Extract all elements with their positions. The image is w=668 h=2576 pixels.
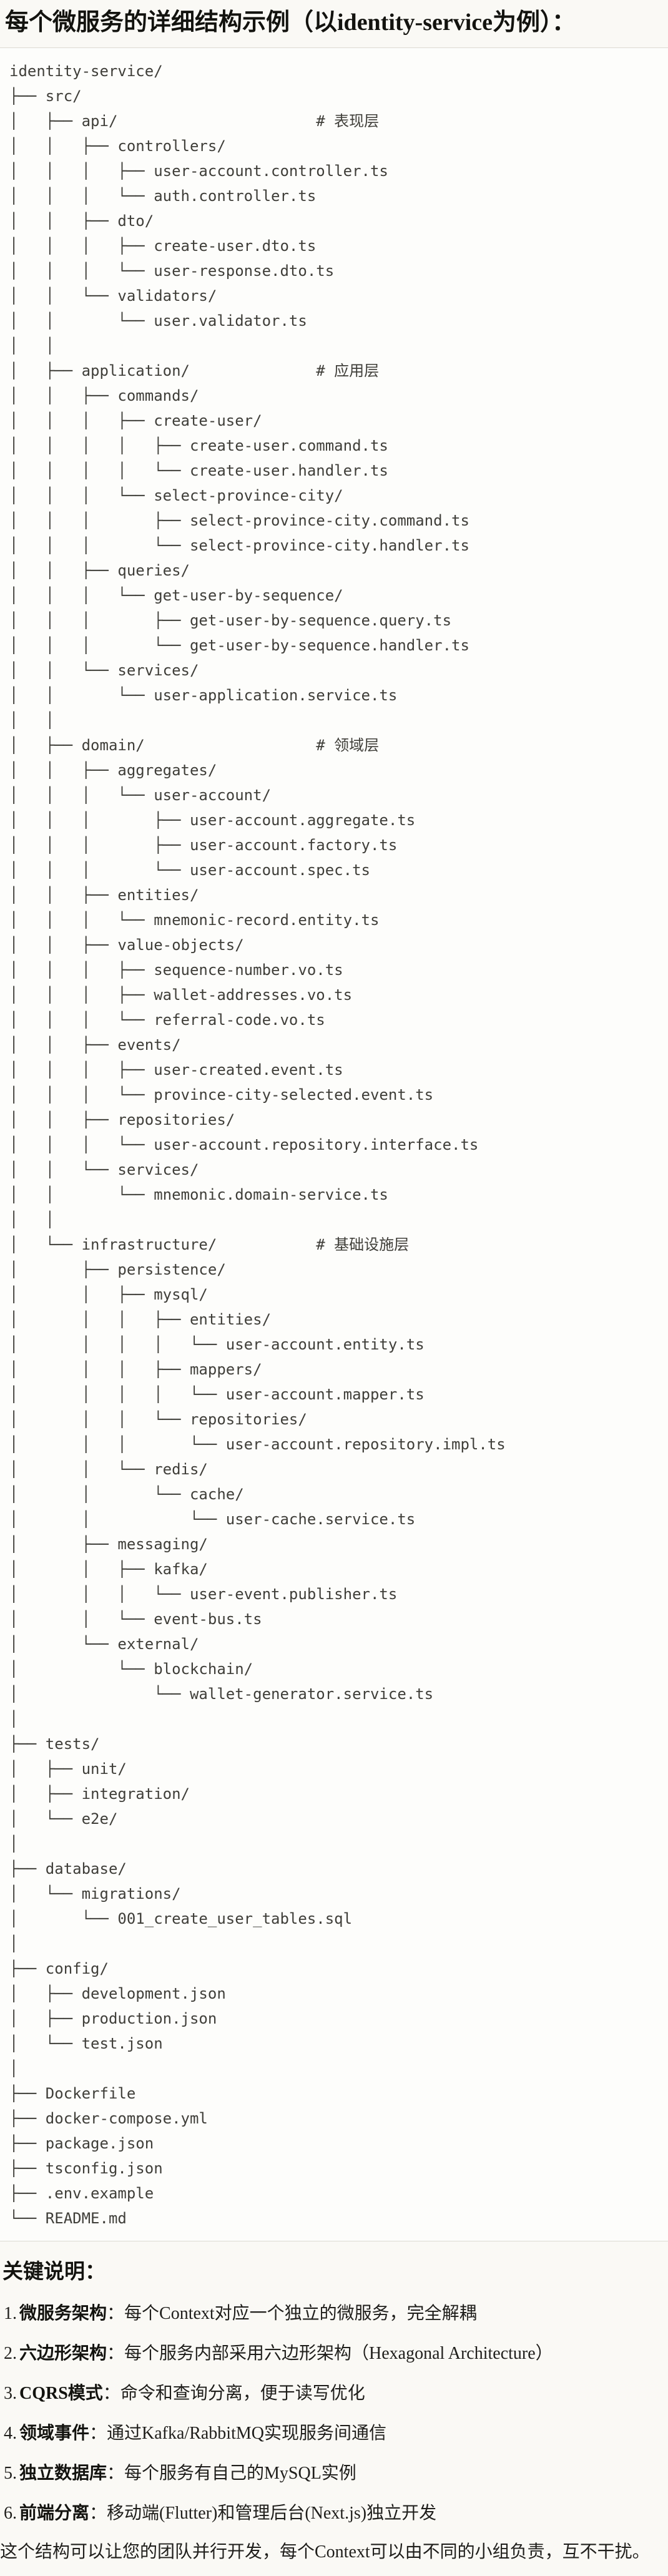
- note-item: 3.CQRS模式：命令和查询分离，便于读写优化: [2, 2381, 664, 2406]
- note-item-text: ：命令和查询分离，便于读写优化: [102, 2384, 365, 2403]
- page-title: 每个微服务的详细结构示例（以identity-service为例）：: [5, 9, 576, 36]
- note-item-number: 1.: [4, 2304, 17, 2323]
- code-block: identity-service/ ├── src/ │ ├── api/ # …: [0, 47, 668, 2241]
- notes-section: 关键说明： 1.微服务架构：每个Context对应一个独立的微服务，完全解耦 2…: [0, 2258, 668, 2565]
- notes-heading: 关键说明：: [2, 2261, 106, 2283]
- closing-paragraph: 这个结构可以让您的团队并行开发，每个Context可以由不同的小组负责，互不干扰…: [0, 2542, 650, 2562]
- note-item-text: ：每个服务有自己的MySQL实例: [107, 2464, 356, 2483]
- note-item-text: ：移动端(Flutter)和管理后台(Next.js)独立开发: [89, 2504, 437, 2523]
- note-item-term: 六边形架构: [19, 2344, 107, 2363]
- note-item: 2.六边形架构：每个服务内部采用六边形架构（Hexagonal Architec…: [2, 2341, 664, 2366]
- note-item-number: 2.: [4, 2344, 17, 2363]
- note-item-text: ：每个服务内部采用六边形架构（Hexagonal Architecture）: [107, 2344, 553, 2363]
- note-item: 4.领域事件：通过Kafka/RabbitMQ实现服务间通信: [2, 2421, 664, 2446]
- note-item: 1.微服务架构：每个Context对应一个独立的微服务，完全解耦: [2, 2301, 664, 2326]
- note-item-term: 微服务架构: [19, 2304, 107, 2323]
- note-item-term: CQRS模式: [19, 2384, 103, 2403]
- note-item-term: 前端分离: [19, 2504, 90, 2523]
- note-item: 5.独立数据库：每个服务有自己的MySQL实例: [2, 2461, 664, 2486]
- note-item-number: 3.: [4, 2384, 17, 2403]
- note-item-number: 5.: [4, 2464, 17, 2483]
- note-item-text: ：每个Context对应一个独立的微服务，完全解耦: [107, 2304, 477, 2323]
- note-item-number: 4.: [4, 2424, 17, 2443]
- note-item-term: 独立数据库: [19, 2464, 107, 2483]
- note-item-term: 领域事件: [19, 2424, 90, 2443]
- directory-tree: identity-service/ ├── src/ │ ├── api/ # …: [9, 62, 506, 2227]
- note-item: 6.前端分离：移动端(Flutter)和管理后台(Next.js)独立开发: [2, 2501, 664, 2526]
- note-item-text: ：通过Kafka/RabbitMQ实现服务间通信: [89, 2424, 386, 2443]
- note-item-number: 6.: [4, 2504, 17, 2523]
